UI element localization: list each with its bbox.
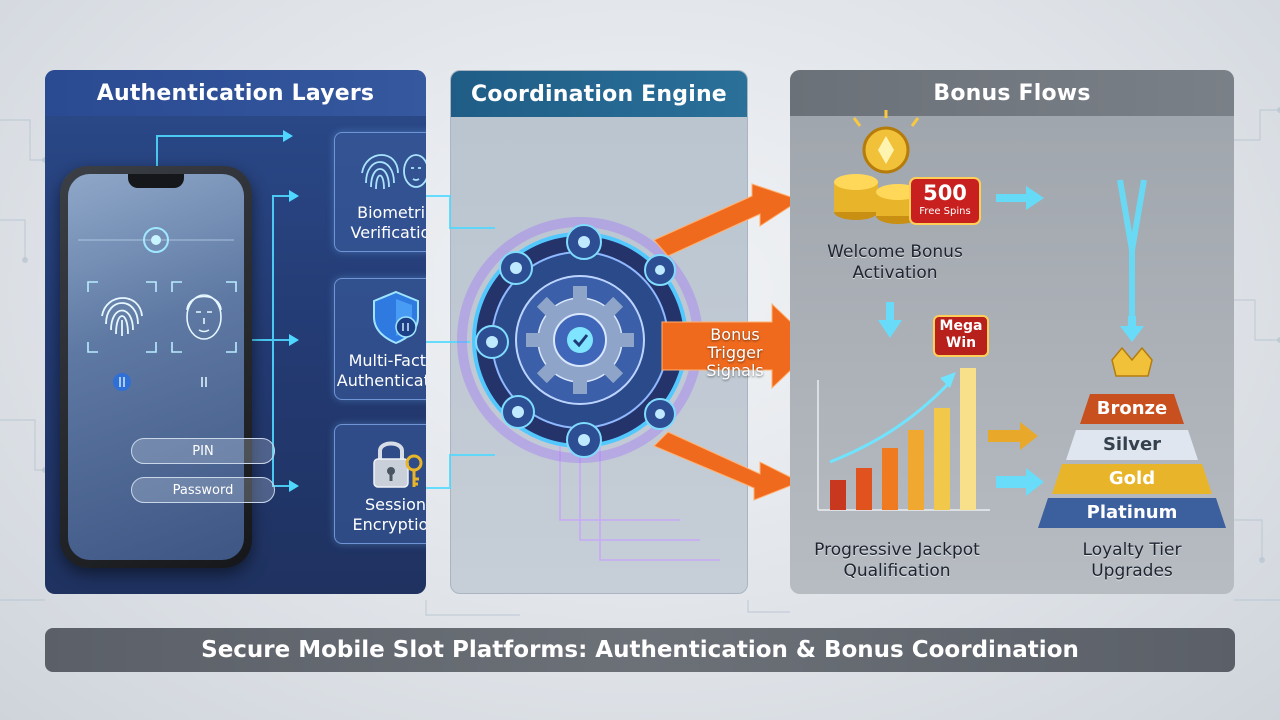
free-spins-badge: 500 Free Spins (910, 178, 980, 224)
face-outline-icon (186, 294, 222, 340)
phone-screen-graphics (78, 227, 237, 391)
padlock-key-icon (372, 441, 422, 488)
shield-icon (372, 290, 419, 345)
bonus-flows-panel: Bonus Flows (790, 70, 1234, 594)
authentication-layers-panel: Authentication Layers (45, 70, 426, 594)
loyalty-tier-label: Loyalty Tier Upgrades (1082, 540, 1182, 581)
fingerprint-icon (101, 297, 143, 336)
tier-bronze: Bronze (1096, 398, 1168, 419)
welcome-bonus-label: Welcome Bonus Activation (827, 242, 963, 283)
loyalty-pyramid (1038, 346, 1226, 528)
biometric-verification-card: Biometric Verification (334, 132, 426, 252)
tier-silver: Silver (1102, 434, 1162, 455)
mfa-line1: Multi-Factor (348, 351, 426, 370)
pin-input[interactable]: PIN (131, 438, 275, 464)
free-spins-label: Free Spins (919, 206, 971, 217)
session-line2: Encryption (352, 515, 426, 534)
progressive-jackpot-label: Progressive Jackpot Qualification (814, 540, 980, 581)
coordination-engine-graphic (426, 183, 817, 561)
jackpot-bar-chart (817, 368, 990, 511)
authentication-panel-title: Authentication Layers (45, 70, 426, 116)
gold-coins-icon (834, 110, 920, 224)
tier-gold: Gold (1108, 468, 1156, 489)
free-spins-value: 500 (923, 181, 967, 205)
phone-screen (68, 174, 244, 560)
fingerprint-face-icon (360, 154, 426, 190)
mega-win-badge: Mega Win (939, 318, 983, 351)
mfa-line2: Authentication (336, 371, 426, 390)
phone-notch (128, 174, 184, 188)
signal-arrows (653, 183, 817, 501)
coordination-panel-title: Coordination Engine (451, 71, 747, 117)
tier-platinum: Platinum (1086, 502, 1178, 523)
diagram-title: Secure Mobile Slot Platforms: Authentica… (45, 628, 1235, 672)
session-line1: Session (364, 495, 426, 514)
smartphone (60, 166, 252, 568)
multi-factor-authentication-card: Multi-Factor Authentication (334, 278, 426, 400)
bonus-panel-title: Bonus Flows (790, 70, 1234, 116)
bonus-flow-graphics (817, 110, 1226, 528)
bonus-trigger-signals-label: Bonus Trigger Signals (706, 325, 764, 380)
biometric-line2: Verification (350, 223, 426, 242)
session-encryption-card: Session Encryption (334, 424, 426, 544)
gear-icon (475, 224, 676, 458)
biometric-line1: Biometric (357, 203, 426, 222)
password-input[interactable]: Password (131, 477, 275, 503)
